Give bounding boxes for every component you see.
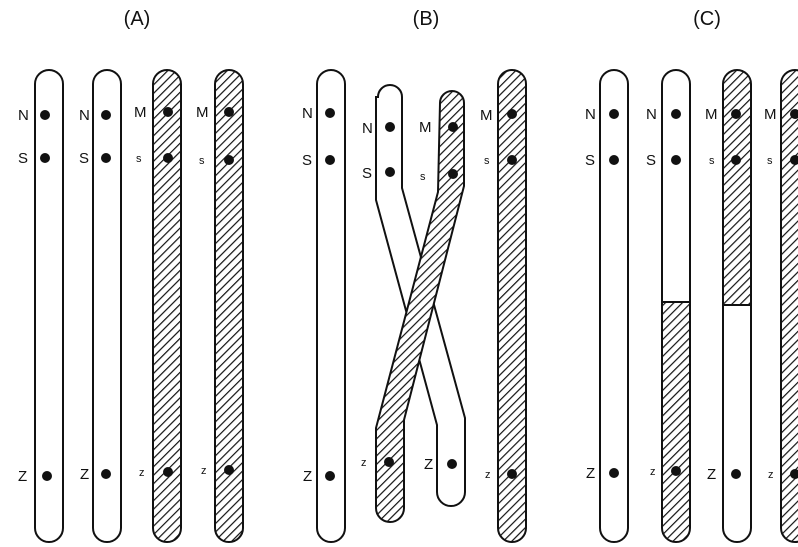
- gene-dot-a1-n: [40, 110, 50, 120]
- gene-dot-a1-z: [42, 471, 52, 481]
- gene-dot-b4-z: [507, 469, 517, 479]
- gene-label-c2-n: N: [646, 106, 657, 123]
- gene-dot-c1-n: [609, 109, 619, 119]
- gene-label-c3-m: M: [705, 106, 718, 123]
- gene-dot-b1-s: [325, 155, 335, 165]
- gene-dot-c1-s: [609, 155, 619, 165]
- gene-label-a1-n: N: [18, 107, 29, 124]
- panel-label-b: (B): [413, 8, 440, 30]
- gene-label-c1-s: S: [585, 152, 595, 169]
- gene-label-a2-z: Z: [80, 466, 89, 483]
- gene-label-a3-m: M: [134, 104, 147, 121]
- panel-b: N S Z N S Z M s z M s z: [302, 70, 526, 542]
- gene-label-c4-s: s: [767, 155, 773, 167]
- gene-label-c4-z: z: [768, 469, 774, 481]
- gene-dot-b1-n: [325, 108, 335, 118]
- gene-dot-b1-z: [325, 471, 335, 481]
- gene-label-a1-z: Z: [18, 468, 27, 485]
- gene-dot-b4-s: [507, 155, 517, 165]
- gene-dot-b3-z: [384, 457, 394, 467]
- gene-dot-c3-m: [731, 109, 741, 119]
- gene-label-b3-z: z: [361, 457, 367, 469]
- gene-label-c3-z: Z: [707, 466, 716, 483]
- gene-label-a4-s: s: [199, 155, 205, 167]
- gene-label-b4-m: M: [480, 107, 493, 124]
- gene-dot-a3-s: [163, 153, 173, 163]
- gene-label-c2-z: z: [650, 466, 656, 478]
- gene-dot-b3-s: [448, 169, 458, 179]
- gene-dot-a4-m: [224, 107, 234, 117]
- gene-label-a2-s: S: [79, 150, 89, 167]
- panel-label-c: (C): [693, 8, 721, 30]
- gene-label-b2-z: Z: [424, 456, 433, 473]
- gene-dot-a4-z: [224, 465, 234, 475]
- gene-dot-b2-n: [385, 122, 395, 132]
- gene-label-b3-m: M: [419, 119, 432, 136]
- chromosome-c3-lower: [723, 305, 751, 542]
- gene-dot-b2-s: [385, 167, 395, 177]
- gene-label-a4-m: M: [196, 104, 209, 121]
- gene-dot-b4-m: [507, 109, 517, 119]
- gene-dot-c2-n: [671, 109, 681, 119]
- gene-label-b1-z: Z: [303, 468, 312, 485]
- chromosome-c2-lower: [662, 302, 690, 542]
- gene-label-a1-s: S: [18, 150, 28, 167]
- gene-dot-a3-m: [163, 107, 173, 117]
- gene-dot-a2-z: [101, 469, 111, 479]
- gene-dot-a2-s: [101, 153, 111, 163]
- gene-label-c3-s: s: [709, 155, 715, 167]
- gene-dot-a3-z: [163, 467, 173, 477]
- gene-label-a4-z: z: [201, 465, 207, 477]
- gene-label-a3-z: z: [139, 467, 145, 479]
- gene-dot-a1-s: [40, 153, 50, 163]
- chromosome-c2-upper: [662, 70, 690, 302]
- gene-dot-a4-s: [224, 155, 234, 165]
- panel-label-a: (A): [124, 8, 151, 30]
- chromosome-a1: [35, 70, 63, 542]
- gene-label-b2-n: N: [362, 120, 373, 137]
- gene-label-c1-z: Z: [586, 465, 595, 482]
- gene-dot-c3-s: [731, 155, 741, 165]
- gene-dot-b2-z: [447, 459, 457, 469]
- panel-c: N S Z N S z M s Z M s z: [585, 70, 798, 542]
- gene-label-b4-s: s: [484, 155, 490, 167]
- gene-dot-b3-m: [448, 122, 458, 132]
- gene-label-b1-n: N: [302, 105, 313, 122]
- gene-label-b4-z: z: [485, 469, 491, 481]
- gene-dot-c3-z: [731, 469, 741, 479]
- gene-label-a3-s: s: [136, 153, 142, 165]
- gene-label-b2-s: S: [362, 165, 372, 182]
- gene-label-c4-m: M: [764, 106, 777, 123]
- panel-a: N S Z N S Z M s z M s z: [18, 70, 243, 542]
- gene-label-b1-s: S: [302, 152, 312, 169]
- gene-label-b3-s: s: [420, 171, 426, 183]
- gene-label-c2-s: S: [646, 152, 656, 169]
- gene-label-a2-n: N: [79, 107, 90, 124]
- gene-dot-c2-z: [671, 466, 681, 476]
- gene-dot-c1-z: [609, 468, 619, 478]
- chromosome-c3-upper: [723, 70, 751, 305]
- gene-dot-a2-n: [101, 110, 111, 120]
- gene-dot-c2-s: [671, 155, 681, 165]
- gene-label-c1-n: N: [585, 106, 596, 123]
